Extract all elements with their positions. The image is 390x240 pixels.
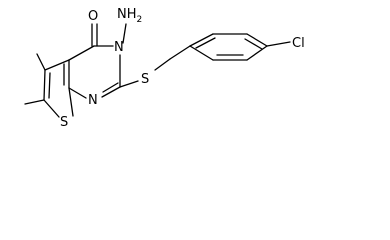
bond-ch2-aryl	[169, 45, 191, 60]
chlorine-label: Cl	[292, 36, 305, 51]
bond-ar4-cl	[266, 41, 291, 47]
bond-ar3-ar4-double	[244, 38, 263, 50]
bond-ar1-ar2	[189, 33, 214, 47]
atom-labels: NH2 N N O S S Cl	[60, 7, 305, 130]
bond-c5-c6	[43, 69, 46, 101]
molecule-structure: NH2 N N O S S Cl	[24, 7, 305, 130]
oxygen-label: O	[88, 9, 98, 24]
bond-ar1-ar2-double	[195, 37, 216, 49]
bond-n3-nh2	[122, 23, 127, 44]
bond-ar3-ar4	[246, 33, 268, 47]
sulfur-ring-label: S	[60, 115, 68, 130]
bond-s-ch2	[154, 58, 171, 71]
bond-s-c7a	[68, 87, 74, 117]
bond-c5-methyl	[36, 53, 46, 71]
bond-c6-methyl	[24, 99, 45, 105]
bond-ar4-ar5	[246, 45, 268, 61]
amino-label: NH2	[117, 7, 142, 25]
nitrogen-3-label: N	[114, 40, 124, 55]
bond-ar6-ar1	[189, 45, 214, 61]
bond-c4a-c5	[44, 59, 70, 71]
bond-c7a-n1	[68, 87, 87, 99]
nitrogen-1-label: N	[88, 93, 98, 108]
bond-c5-c6-double	[48, 72, 51, 99]
bond-n1-c2	[101, 86, 121, 98]
bonds	[24, 23, 291, 118]
bond-c4-c4a	[68, 45, 95, 61]
bond-c6-s	[43, 99, 60, 118]
bond-c2-s	[119, 80, 139, 88]
bond-n1-c2-double	[102, 82, 119, 93]
sulfur-thioether-label: S	[141, 72, 149, 87]
